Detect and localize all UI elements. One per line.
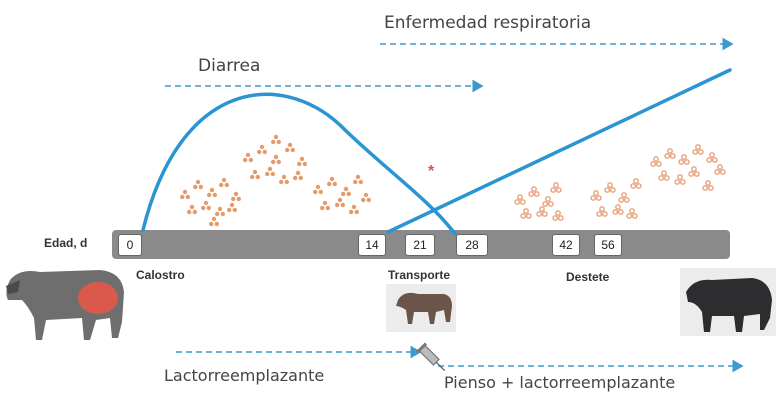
weaning-label: Destete xyxy=(566,270,610,284)
day-box-14: 14 xyxy=(358,234,386,256)
day-box-56: 56 xyxy=(594,234,622,256)
pathogen-cluster-2 xyxy=(243,134,307,185)
diarrhea-curve xyxy=(141,92,457,236)
pathogen-cluster-6 xyxy=(650,144,726,191)
bull-image xyxy=(680,268,776,336)
pathogen-cluster-5 xyxy=(590,178,642,219)
cow-with-rumen-image xyxy=(6,270,124,340)
age-axis-label: Edad, d xyxy=(44,236,88,250)
pathogen-cluster-4 xyxy=(514,182,564,221)
calf-image xyxy=(386,284,456,332)
transport-label: Transporte xyxy=(388,268,451,282)
feed-replacer-label: Pienso + lactorreemplazante xyxy=(444,373,676,392)
colostrum-label: Calostro xyxy=(136,268,185,282)
pathogen-cluster-3 xyxy=(313,174,371,215)
diarrhea-label: Diarrea xyxy=(198,56,261,76)
syringe-icon xyxy=(416,342,446,372)
day-box-0: 0 xyxy=(118,234,142,256)
respiratory-disease-label: Enfermedad respiratoria xyxy=(384,13,592,33)
day-box-21: 21 xyxy=(405,234,435,256)
day-box-28: 28 xyxy=(456,234,488,256)
asterisk-marker: * xyxy=(428,163,435,180)
milk-replacer-label: Lactorreemplazante xyxy=(164,366,325,385)
pathogen-cluster-1 xyxy=(180,177,241,227)
day-box-42: 42 xyxy=(552,234,580,256)
respiratory-curve xyxy=(386,68,732,234)
